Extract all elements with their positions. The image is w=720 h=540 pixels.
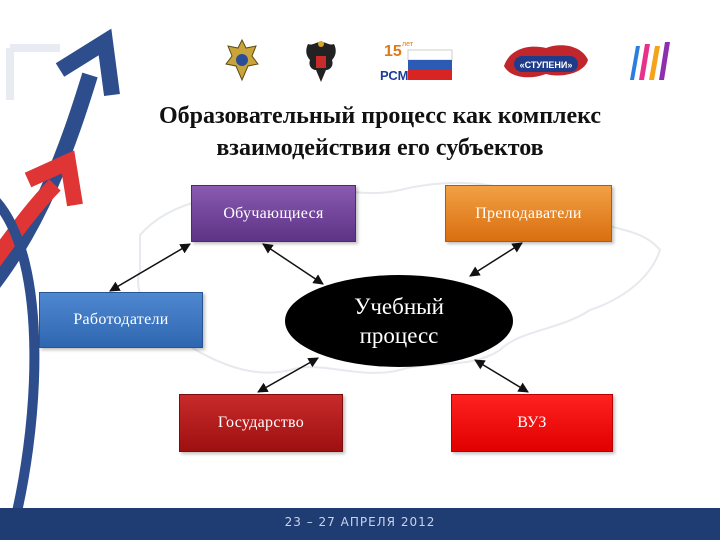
slide-title: Образовательный процесс как комплекс вза… xyxy=(100,100,660,164)
node-university: ВУЗ xyxy=(451,394,613,452)
rsm-logo-text: РСМ xyxy=(380,68,408,83)
learning-process-label: Учебный процесс xyxy=(354,294,444,348)
rsm-15-years-logo: 15 лет РСМ xyxy=(378,36,458,86)
footer-bar: 23 – 27 АПРЕЛЯ 2012 xyxy=(0,508,720,540)
decorative-arrows xyxy=(0,28,120,540)
colored-stripes-logo xyxy=(626,36,676,86)
title-line-1: Образовательный процесс как комплекс xyxy=(158,103,602,129)
rsm-badge-number: 15 xyxy=(384,43,402,60)
node-state: Государство xyxy=(179,394,343,452)
footer-dates: 23 – 27 АПРЕЛЯ 2012 xyxy=(284,515,436,529)
node-employers: Работодатели xyxy=(39,292,203,348)
emblem-eagle-gold-logo xyxy=(222,36,262,86)
node-teachers: Преподаватели xyxy=(445,185,612,242)
stupeni-logo: «СТУПЕНИ» xyxy=(500,36,592,86)
rsm-badge-suffix: лет xyxy=(402,41,414,48)
title-line-2: взаимодействия его субъектов xyxy=(216,135,544,161)
node-students: Обучающиеся xyxy=(191,185,356,242)
emblem-double-eagle-logo xyxy=(300,36,342,86)
connector-arrows xyxy=(109,242,529,393)
stupeni-logo-text: «СТУПЕНИ» xyxy=(520,60,573,70)
node-learning-process: Учебный процесс xyxy=(285,275,513,367)
